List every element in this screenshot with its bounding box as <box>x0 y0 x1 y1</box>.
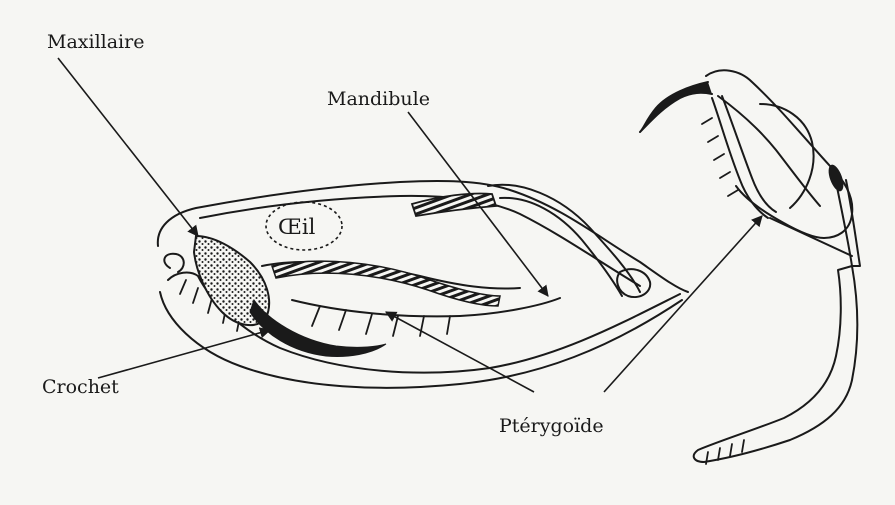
arrow-pterygoide-left <box>386 312 534 392</box>
label-crochet: Crochet <box>42 376 119 398</box>
open-jaw-brow <box>760 104 814 208</box>
open-jaw-upper-teeth <box>702 118 738 196</box>
open-jaw-quadrate-link <box>770 218 852 256</box>
open-jaw-maxilla <box>712 98 768 218</box>
open-jaw-drawing <box>640 70 860 464</box>
pterygoid-bone <box>292 298 560 316</box>
open-jaw-dark-spot <box>826 163 847 193</box>
label-mandibule: Mandibule <box>327 88 430 110</box>
pterygoid-teeth <box>312 306 450 336</box>
fang <box>250 300 386 357</box>
label-maxillaire: Maxillaire <box>47 31 144 53</box>
arrow-pterygoide-right <box>604 216 762 392</box>
open-jaw-mandible <box>694 266 858 462</box>
mandibule-rod <box>272 261 500 306</box>
label-pterygoide: Ptérygoïde <box>499 415 604 437</box>
open-jaw-fang <box>640 82 712 132</box>
arrow-crochet <box>98 330 270 378</box>
mandible-chin <box>164 254 183 272</box>
label-oeil: Œil <box>278 215 316 239</box>
arrow-maxillaire <box>58 58 198 236</box>
